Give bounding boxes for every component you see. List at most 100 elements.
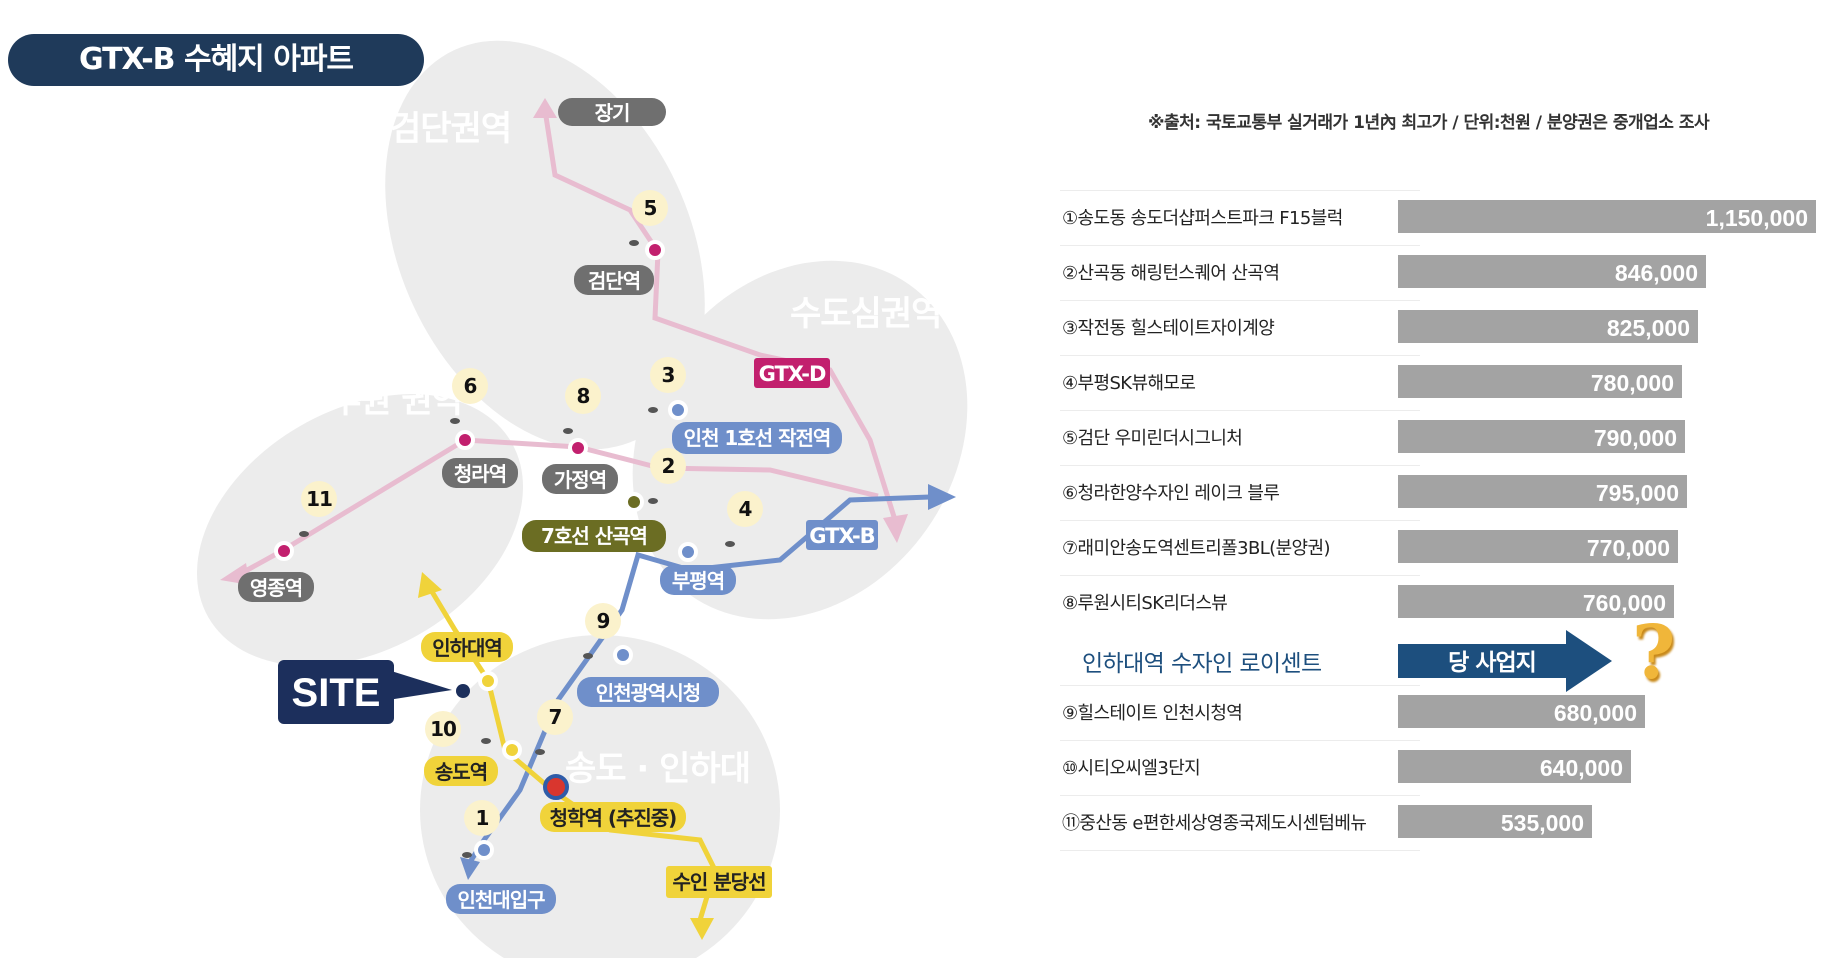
station-label-bg-geomdan [574,265,654,295]
svg-text:10: 10 [430,717,456,741]
svg-text:11: 11 [306,487,332,511]
apartment-name: ⑤검단 우미린더시그니처 [1062,428,1243,449]
station-label-bg-inha [421,632,513,662]
question-mark-icon: ? [1632,610,1676,696]
price-bar: 760,000 [1398,585,1674,618]
gtx-d-arrow-top [533,98,557,118]
station-label-cheongna: 청라역 [454,462,506,486]
table-row [1060,575,1420,631]
svg-text:9: 9 [597,609,610,633]
price-value: 680,000 [1553,700,1637,726]
station-dot-cityhall [613,645,633,665]
marker-6: 6 [450,368,488,424]
apartment-name: ③작전동 힐스테이트자이계양 [1062,318,1275,339]
price-bar: 1,150,000 [1398,200,1816,233]
station-label-bg-yeongjong [238,572,314,602]
station-label-yeongjong: 영종역 [250,576,302,600]
price-bar: 795,000 [1398,475,1687,508]
apartment-name: ④부평SK뷰해모로 [1062,373,1196,394]
site-label: SITE [292,671,381,715]
station-label-inha: 인하대역 [432,636,502,660]
table-row [1060,795,1420,851]
table-end-divider [1060,850,1420,852]
gtx-d-arrow-bottom [883,514,908,543]
svg-text:4: 4 [739,497,752,521]
price-value: 795,000 [1595,480,1679,506]
marker-4: 4 [725,491,763,547]
gtx-d-line [542,109,898,521]
gtx-b-arrow-east [928,484,956,510]
highlight-arrow: 당 사업지 [1398,630,1612,692]
line1-label-bg [672,422,842,454]
gtx-d-label-bg [754,358,830,388]
price-value: 535,000 [1500,810,1584,836]
region-blob-geomdan [385,40,705,450]
price-value: 846,000 [1614,260,1698,286]
station-dot-inha [478,671,498,691]
price-value: 780,000 [1590,370,1674,396]
station-label-cheonghak: 청학역 (추진중) [550,806,677,830]
svg-text:7: 7 [549,705,562,729]
station-dot-cheongna [455,430,475,450]
svg-text:6: 6 [464,374,477,398]
highlight-arrow-text: 당 사업지 [1448,650,1536,676]
marker-1: 1 [462,800,500,858]
station-label-bg-cheongna [442,458,518,488]
svg-text:3: 3 [662,363,675,387]
station-dot-jakjeon [668,400,688,420]
station-label-bg-incheon-univ [446,884,556,914]
highlight-arrow-shape [1398,630,1612,692]
station-label-gajeong: 가정역 [554,468,606,492]
line7-label: 7호선 산곡역 [541,524,647,548]
price-bar: 640,000 [1398,750,1631,783]
station-label-songdo: 송도역 [435,760,487,784]
apartment-name: ⑨힐스테이트 인천시청역 [1062,703,1243,724]
source-note: ※출처: 국토교통부 실거래가 1년內 최고가 / 단위:천원 / 분양권은 중… [1148,113,1710,133]
apartment-name: ⑥청라한양수자인 레이크 블루 [1062,483,1280,504]
gtx-b-label: GTX-B [809,524,874,548]
station-dot-bupyeong [678,542,698,562]
station-label-geomdan: 검단역 [588,269,640,293]
site-callout: SITE [278,660,452,724]
station-dot-yeongjong [274,541,294,561]
marker-10: 10 [425,711,491,747]
region-label-geomdan: 검단권역 [390,109,511,149]
gtx-b-arrow-south [460,857,480,880]
route-map: 검단권역 수도심권역 루원 권역 송도 · 인하대 GTX-D GTX-B 7호… [197,40,968,958]
page-title: GTX-B 수혜지 아파트 [8,34,424,86]
table-row [1060,740,1420,796]
marker-11: 11 [299,481,337,537]
station-dot-geomdan [645,240,665,260]
station-label-bg-cityhall [577,677,719,707]
price-bar: 846,000 [1398,255,1706,288]
line1-label: 인천 1호선 작전역 [684,426,831,450]
suin-label-bg [666,866,772,898]
station-label-incheon-univ: 인천대입구 [458,888,546,912]
price-value: 790,000 [1593,425,1677,451]
apartment-name: ②산곡동 해링턴스퀘어 산곡역 [1062,263,1280,284]
station-dot-gajeong [568,438,588,458]
svg-text:8: 8 [577,384,590,408]
suin-label: 수인 분당선 [673,870,766,894]
station-label-bg-cheonghak [540,802,686,832]
station-label-cityhall: 인천광역시청 [596,681,700,705]
table-row [1060,410,1420,466]
price-value: 770,000 [1586,535,1670,561]
marker-8: 8 [563,378,601,434]
price-bar: 780,000 [1398,365,1682,398]
table-row [1060,355,1420,411]
region-label-ruwon: 루원 권역 [330,381,462,421]
gtx-b-label-bg [806,520,878,550]
table-row [1060,685,1420,741]
marker-5: 5 [629,190,668,246]
svg-text:5: 5 [644,196,657,220]
price-bar: 770,000 [1398,530,1678,563]
apartment-name: ⑩시티오씨엘3단지 [1062,758,1201,779]
apartment-name: ⑧루원시티SK리더스뷰 [1062,593,1228,614]
highlight-label: 인하대역 수자인 로이센트 [1082,651,1322,677]
station-label-bg-gajeong [542,464,618,494]
gtx-d-label: GTX-D [759,362,826,386]
svg-text:2: 2 [662,454,675,478]
apartment-name: ①송도동 송도더샵퍼스트파크 F15블럭 [1062,208,1343,229]
apartment-name: ⑪중산동 e편한세상영종국제도시센텀베뉴 [1062,813,1367,834]
